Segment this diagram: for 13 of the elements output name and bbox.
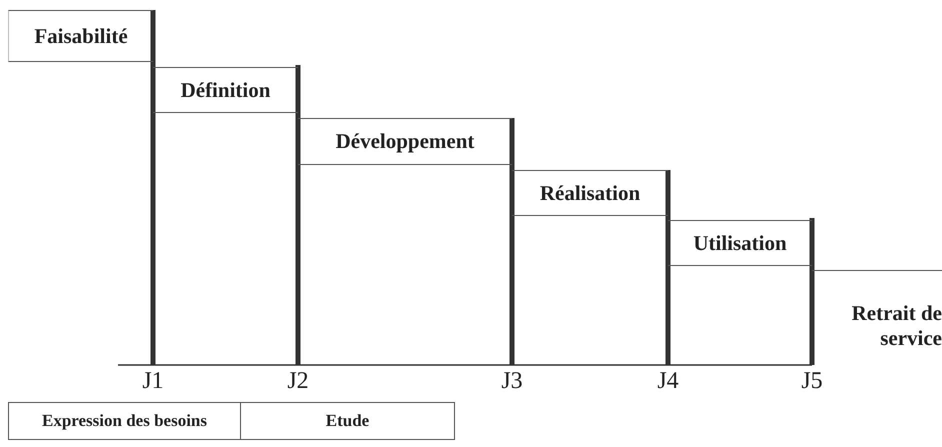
phase-box: Retrait de service	[812, 270, 942, 355]
phase-box: Utilisation	[668, 220, 812, 266]
phase-box: Réalisation	[512, 170, 668, 216]
milestone-label: J5	[800, 368, 824, 395]
phase-box: Développement	[298, 118, 512, 165]
stage-box: Etude	[240, 402, 455, 440]
phase-box: Faisabilité	[8, 10, 153, 62]
milestone-label: J3	[500, 368, 524, 395]
milestone-label: J4	[656, 368, 680, 395]
phase-box: Définition	[153, 67, 298, 113]
milestone-label: J1	[141, 368, 165, 395]
stage-box: Expression des besoins	[8, 402, 241, 440]
milestone-label: J2	[286, 368, 310, 395]
